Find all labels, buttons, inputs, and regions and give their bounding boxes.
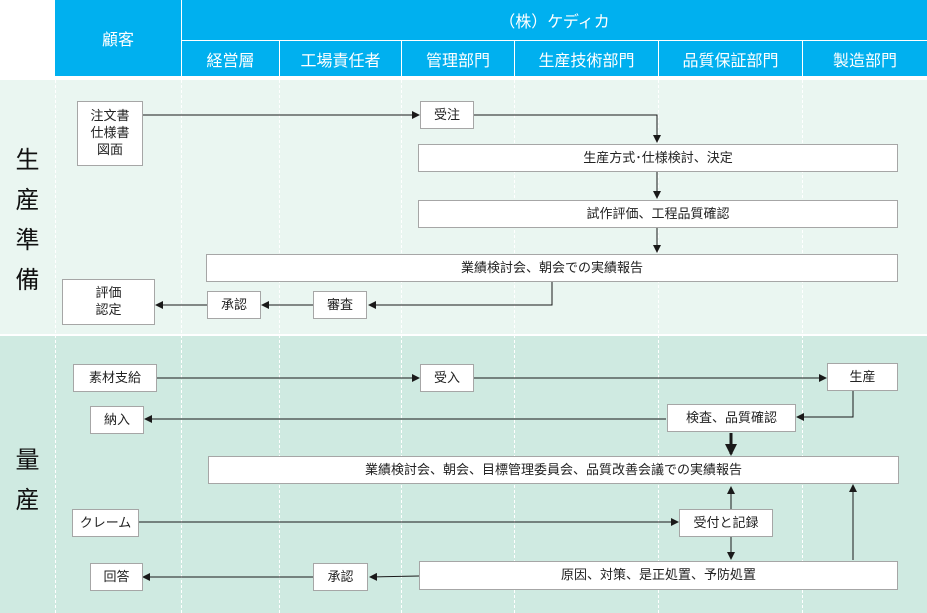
dept-header-label: 製造部門: [832, 50, 897, 70]
dept-header-label: 管理部門: [425, 50, 490, 70]
box-label: 検査、品質確認: [685, 410, 777, 426]
reply-box: 回答: [90, 563, 143, 591]
cause-countermeasure-box: 原因、対策、是正処置、予防処置: [419, 561, 898, 590]
prep-approval-box: 承認: [207, 291, 261, 319]
box-label: 受注: [433, 107, 460, 123]
box-label: 承認: [220, 297, 247, 313]
dept-header-admin: 管理部門: [402, 41, 514, 76]
material-supply-box: 素材支給: [73, 364, 157, 392]
column-divider: [279, 80, 280, 613]
section-label-preparation: 生 産 準 備: [0, 140, 55, 300]
inspection-box: 検査、品質確認: [667, 404, 796, 432]
column-divider: [55, 80, 56, 613]
dept-header-label: 経営層: [206, 50, 255, 70]
box-label: 受入: [433, 370, 460, 386]
review-box: 審査: [313, 291, 367, 319]
section-char: 備: [15, 266, 40, 294]
box-label: 審査: [326, 297, 353, 313]
box-label: 受付と記録: [693, 515, 759, 531]
mass-approval-box: 承認: [313, 563, 368, 591]
dept-header-label: 工場責任者: [300, 50, 381, 70]
box-label: 素材支給: [88, 370, 141, 386]
certification-box: 評価 認定: [62, 279, 155, 325]
section-char: 産: [15, 486, 40, 514]
dept-header-label: 生産技術部門: [538, 50, 635, 70]
delivery-box: 納入: [90, 406, 144, 434]
dept-header-factory-manager: 工場責任者: [280, 41, 401, 76]
section-char: 準: [15, 226, 40, 254]
trial-evaluation-box: 試作評価、工程品質確認: [418, 200, 898, 228]
section-label-mass-production: 量 産: [0, 440, 55, 520]
box-label: 試作評価、工程品質確認: [586, 206, 730, 222]
column-divider: [514, 80, 515, 613]
column-divider: [401, 80, 402, 613]
doc-label: 図面: [96, 143, 123, 158]
production-method-box: 生産方式･仕様検討、決定: [418, 144, 898, 172]
receive-record-box: 受付と記録: [679, 509, 773, 537]
box-label: 承認: [327, 569, 354, 585]
arrow-production-to-inspection: [796, 391, 854, 421]
box-label: 原因、対策、是正処置、予防処置: [560, 568, 756, 583]
company-header: （株）ケディカ: [182, 0, 927, 40]
cert-label: 認定: [95, 303, 122, 318]
doc-label: 注文書: [90, 109, 130, 124]
customer-header: 顧客: [55, 0, 181, 76]
box-label: 業績検討会、朝会での実績報告: [460, 260, 643, 276]
order-box: 受注: [420, 101, 474, 129]
production-box: 生産: [827, 363, 898, 391]
dept-header-quality-assurance: 品質保証部門: [659, 41, 802, 76]
receive-box: 受入: [420, 364, 474, 392]
section-char: 産: [15, 186, 40, 214]
claim-box: クレーム: [72, 509, 139, 537]
prep-meeting-box: 業績検討会、朝会での実績報告: [206, 254, 898, 282]
doc-label: 仕様書: [90, 126, 130, 141]
column-divider: [658, 80, 659, 613]
box-label: 業績検討会、朝会、目標管理委員会、品質改善会議での実績報告: [364, 462, 742, 478]
box-label: 回答: [103, 569, 130, 585]
dept-header-label: 品質保証部門: [682, 50, 779, 70]
column-divider: [181, 80, 182, 613]
dept-header-management: 経営層: [182, 41, 279, 76]
arrow-order-to-method: [474, 114, 661, 143]
arrow-cause-to-approval: [369, 572, 420, 581]
company-header-label: （株）ケディカ: [499, 12, 610, 31]
box-label: クレーム: [79, 515, 132, 531]
mass-meeting-box: 業績検討会、朝会、目標管理委員会、品質改善会議での実績報告: [208, 456, 899, 484]
box-label: 納入: [103, 412, 130, 428]
box-label: 生産方式･仕様検討、決定: [583, 150, 733, 166]
column-divider: [802, 80, 803, 613]
arrow-meeting-to-review: [368, 282, 553, 309]
box-label: 生産: [849, 369, 876, 385]
cert-label: 評価: [95, 286, 122, 301]
dept-header-production-engineering: 生産技術部門: [515, 41, 658, 76]
section-char: 量: [15, 446, 40, 474]
section-char: 生: [15, 146, 40, 174]
customer-header-label: 顧客: [101, 30, 134, 49]
customer-documents-box: 注文書 仕様書 図面: [77, 101, 143, 166]
dept-header-manufacturing: 製造部門: [803, 41, 927, 76]
